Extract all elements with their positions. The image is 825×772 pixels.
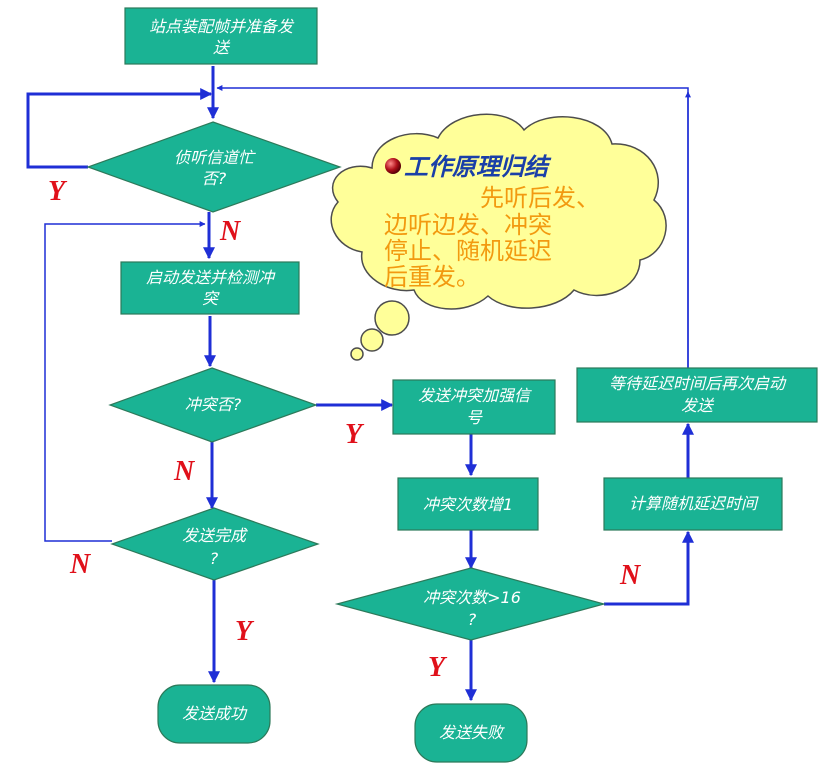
node-done: 发送完成 ? (110, 507, 320, 581)
callout-cloud: 工作原理归结 先听后发、 边听边发、冲突 停止、随机延迟 后重发。 (330, 113, 667, 361)
callout-line-2: 边听边发、冲突 (384, 211, 552, 239)
node-count-inc: 冲突次数增1 (397, 477, 539, 531)
edge-listen-yes-loop (26, 88, 213, 169)
callout-line-4: 后重发。 (384, 263, 480, 291)
callout-line-3: 停止、随机延迟 (384, 237, 552, 265)
edge-done-no-loop (44, 221, 206, 542)
node-count-check-line-2: ? (468, 610, 477, 629)
node-backoff-line-1: 计算随机延迟时间 (629, 494, 759, 513)
label-collision-no: N (173, 456, 196, 487)
node-start-detect-line-1: 启动发送并检测冲 (146, 268, 276, 287)
node-done-line-2: ? (210, 549, 219, 568)
node-success-line-1: 发送成功 (182, 704, 248, 723)
node-count-check-line-1: 冲突次数>16 (423, 588, 521, 607)
callout-title: 工作原理归结 (404, 153, 552, 181)
node-start-line-1: 站点装配帧并准备发 (149, 17, 295, 36)
node-fail: 发送失败 (414, 703, 528, 763)
node-wait-line-1: 等待延迟时间后再次启动 (609, 374, 787, 393)
edges (26, 66, 694, 702)
node-jam: 发送冲突加强信 号 (392, 379, 556, 435)
node-backoff: 计算随机延迟时间 (603, 477, 783, 531)
callout-line-1: 先听后发、 (480, 184, 600, 212)
node-start-detect: 启动发送并检测冲 突 (120, 261, 300, 315)
node-success: 发送成功 (157, 684, 271, 744)
node-fail-line-1: 发送失败 (439, 723, 505, 742)
bullet-icon (385, 158, 401, 174)
node-done-line-1: 发送完成 (182, 526, 248, 545)
node-count-inc-line-1: 冲突次数增1 (423, 495, 513, 514)
node-listen-line-1: 侦听信道忙 (174, 148, 256, 167)
node-count-check: 冲突次数>16 ? (334, 567, 607, 641)
node-collision-line-1: 冲突否? (185, 395, 242, 414)
label-done-no: N (69, 549, 92, 580)
edge-check-no (604, 530, 694, 606)
node-start-line-2: 送 (213, 38, 231, 57)
node-listen: 侦听信道忙 否? (86, 121, 342, 213)
node-jam-line-1: 发送冲突加强信 (418, 386, 532, 405)
label-listen-no: N (219, 216, 242, 247)
node-start-detect-line-2: 突 (202, 289, 220, 308)
label-count-yes: Y (428, 652, 448, 683)
label-collision-yes: Y (345, 419, 365, 450)
label-done-yes: Y (235, 616, 255, 647)
node-listen-line-2: 否? (202, 169, 227, 188)
node-wait: 等待延迟时间后再次启动 发送 (576, 367, 818, 423)
edge-labels: Y N Y N N Y Y N (48, 176, 642, 683)
node-start: 站点装配帧并准备发 送 (124, 7, 318, 65)
cloud-shape (330, 113, 667, 310)
label-listen-yes: Y (48, 176, 68, 207)
node-wait-line-2: 发送 (681, 396, 715, 415)
node-collision: 冲突否? (108, 367, 318, 443)
node-jam-line-2: 号 (466, 408, 483, 427)
label-count-no: N (619, 560, 642, 591)
